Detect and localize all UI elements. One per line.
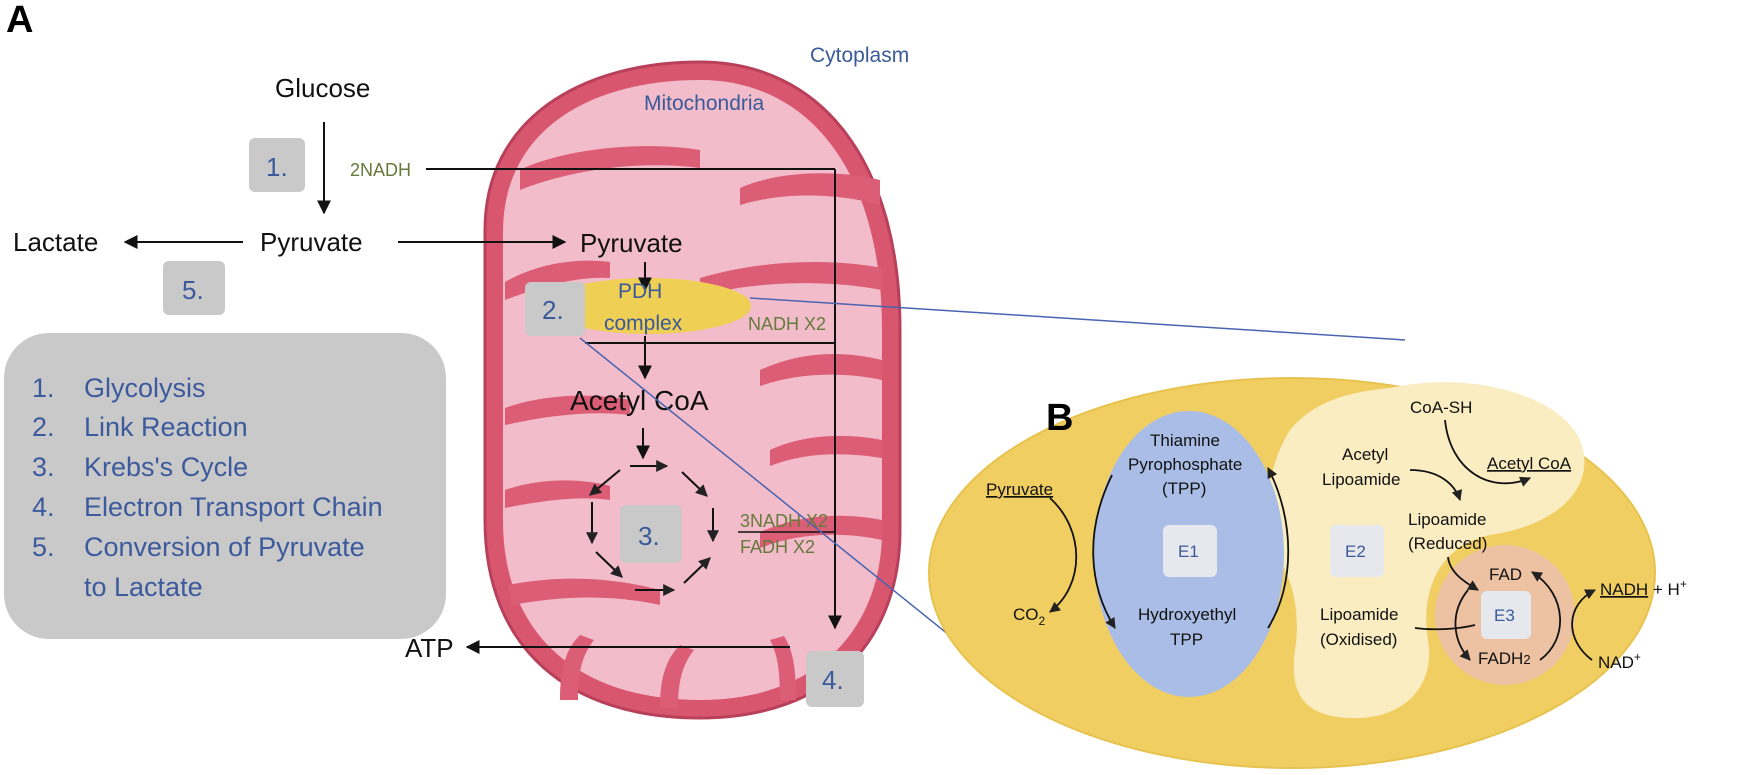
step-2-label: 2. [542,295,564,325]
e1-box [1163,525,1217,577]
steps-legend: 1. Glycolysis 2. Link Reaction 3. Krebs'… [4,333,446,639]
hetpp-line-2: TPP [1170,630,1203,649]
step-4-label: 4. [822,665,844,695]
legend-text-2: Link Reaction [84,412,248,442]
krebs-cycle-arrows [586,460,719,596]
atp-label: ATP [405,633,454,663]
pdh-line-2: complex [604,312,683,335]
legend-num-2: 2. [32,412,55,442]
lipoamide-oxidised-line-1: Lipoamide [1320,605,1398,624]
tpp-line-3: (TPP) [1162,479,1206,498]
legend-num-5: 5. [32,532,55,562]
legend-text-6: to Lactate [84,572,203,602]
e3-right-arc [1531,571,1561,661]
pyruvate-b-label: Pyruvate [986,480,1053,499]
acetyl-lipoamide-line-1: Acetyl [1342,445,1388,464]
nadh-label: NADH + H+ [1600,577,1687,599]
pdh-complex-ellipse [545,278,751,334]
lipoamide-reduced-line-2: (Reduced) [1408,534,1487,553]
pyruvate-cytoplasm-label: Pyruvate [260,227,363,257]
coa-sh-label: CoA-SH [1410,398,1472,417]
legend-box [4,333,446,639]
tpp-line-2: Pyrophosphate [1128,455,1242,474]
e3-to-oxidised-arrow [1414,624,1476,631]
lactate-label: Lactate [13,227,98,257]
acetyl-coa-label: Acetyl CoA [570,385,709,416]
co2-label: CO2 [1013,605,1046,628]
step-5-label: 5. [182,275,204,305]
mitochondria-label: Mitochondria [644,92,765,115]
lipoamide-oxidised-line-2: (Oxidised) [1320,630,1397,649]
e1-label: E1 [1178,542,1199,561]
panel-a-label: A [6,0,33,41]
legend-text-5: Conversion of Pyruvate [84,532,365,562]
pyruvate-mito-label: Pyruvate [580,228,683,258]
e3-label: E3 [1494,606,1515,625]
e3-left-arc [1454,589,1471,661]
cristae [505,146,882,708]
step-3-box [620,505,682,563]
step-4-box [806,651,864,707]
legend-num-1: 1. [32,373,55,403]
step-1-label: 1. [266,152,288,182]
nad-label: NAD+ [1598,650,1641,672]
e2-label: E2 [1345,542,1366,561]
step-2-box [525,282,585,336]
legend-text-3: Krebs's Cycle [84,452,248,482]
fad-label: FAD [1489,565,1522,584]
legend-num-3: 3. [32,452,55,482]
pdh-line-1: PDH [618,280,662,303]
acetyl-coa-b-label: Acetyl CoA [1487,454,1572,473]
e2-region [1268,382,1585,719]
acetyl-lipo-to-reduced-arrow [1409,469,1463,502]
lipoamide-reduced-line-1: Lipoamide [1408,510,1486,529]
zoom-line-top [749,297,1406,341]
step-3-label: 3. [638,521,660,551]
legend-text-4: Electron Transport Chain [84,492,383,522]
step-5-box [163,261,225,315]
glucose-label: Glucose [275,73,370,103]
reduced-to-e3-arrow [1447,556,1479,591]
nadh-glycolysis-label: 2NADH [350,160,411,180]
mitochondrion-matrix [503,80,882,700]
nadh-link-label: NADH X2 [748,314,826,334]
krebs-nadh-label: 3NADH X2 [740,511,828,531]
tpp-line-1: Thiamine [1150,431,1220,450]
e3-box [1481,591,1531,639]
fadh2-label: FADH2 [1478,649,1531,668]
legend-num-4: 4. [32,492,55,522]
e1-left-arc [1092,474,1116,629]
coa-to-acetylcoa-arrow [1444,419,1531,487]
cytoplasm-label: Cytoplasm [810,44,909,67]
step-1-box [249,138,305,192]
e2-box [1330,525,1384,577]
mitochondrion [483,60,902,720]
pyruvate-co2-arrow [1049,497,1077,613]
acetyl-lipoamide-line-2: Lipoamide [1322,470,1400,489]
krebs-fadh-label: FADH X2 [740,537,815,557]
nad-to-nadh-arrow [1571,589,1596,661]
hetpp-line-1: Hydroxyethyl [1138,605,1236,624]
legend-text-1: Glycolysis [84,373,206,403]
panel-b-label: B [1046,397,1073,439]
zoom-line-bottom [579,337,991,669]
e1-right-arc [1267,467,1290,629]
